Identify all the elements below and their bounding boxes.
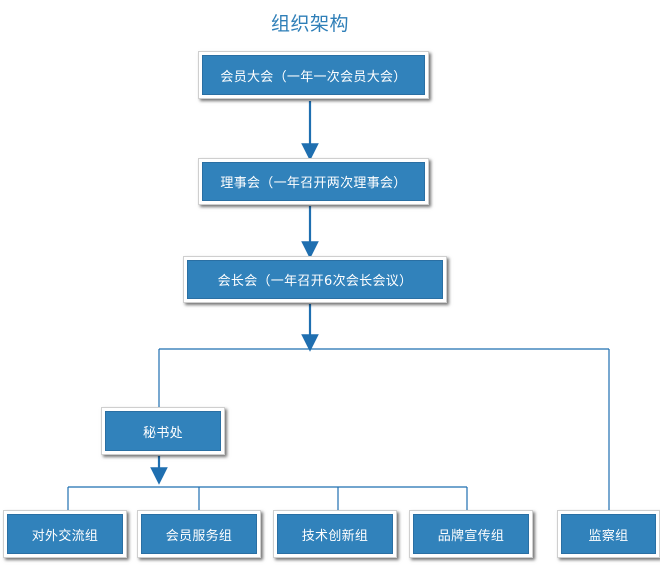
brand-promotion-label: 品牌宣传组 (413, 514, 529, 554)
council-label: 理事会（一年召开两次理事会） (202, 162, 425, 201)
supervision-node: 监察组 (557, 510, 660, 558)
member-service-label: 会员服务组 (141, 514, 257, 554)
secretariat-label: 秘书处 (105, 411, 221, 451)
tech-innovation-node: 技术创新组 (273, 510, 397, 558)
president-meeting-label: 会长会（一年召开6次会长会议） (187, 260, 443, 299)
president-meeting-node: 会长会（一年召开6次会长会议） (183, 256, 447, 303)
general-assembly-node: 会员大会（一年一次会员大会） (198, 51, 429, 99)
diagram-title: 组织架构 (270, 13, 349, 35)
external-exchange-node: 对外交流组 (3, 510, 127, 558)
secretariat-node: 秘书处 (101, 407, 225, 455)
external-exchange-label: 对外交流组 (7, 514, 123, 554)
council-node: 理事会（一年召开两次理事会） (198, 158, 429, 205)
supervision-label: 监察组 (561, 514, 656, 554)
member-service-node: 会员服务组 (137, 510, 261, 558)
brand-promotion-node: 品牌宣传组 (409, 510, 533, 558)
general-assembly-label: 会员大会（一年一次会员大会） (202, 55, 425, 95)
tech-innovation-label: 技术创新组 (277, 514, 393, 554)
